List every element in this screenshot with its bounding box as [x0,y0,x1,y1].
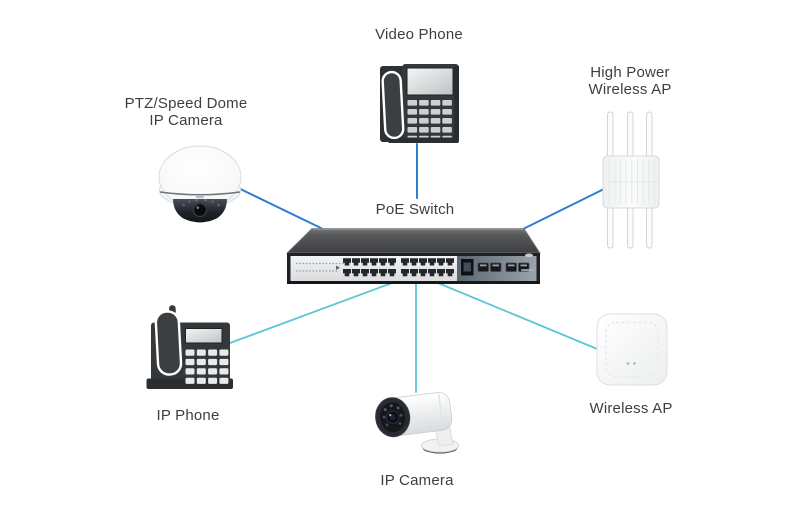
wireless-ap-icon [596,313,668,386]
uplink-rj45-port [461,259,474,276]
wireless-ap-label: Wireless AP [589,400,673,417]
ptz-camera-label: PTZ/Speed Dome IP Camera [124,95,248,129]
video-phone-label: Video Phone [375,26,463,43]
connection-lines [229,143,609,393]
poe-switch-label: PoE Switch [375,201,455,218]
ip-camera-icon [375,392,459,454]
line-switch-to-high-power-ap [514,186,609,234]
ip-phone-label: IP Phone [156,407,220,424]
wireless-ap-body [596,313,668,386]
ip-phone-icon [146,305,233,389]
line-switch-to-ptz-camera [229,183,326,231]
ap-antennas-bottom [607,201,653,249]
poe-switch-icon [286,228,541,284]
high-power-wireless-ap-icon [602,111,660,249]
ap-antennas-top [607,111,653,161]
line-switch-to-ip-phone [229,282,393,344]
video-phone-handset [381,70,405,140]
ip-phone-handset [154,305,183,376]
ptz-lens [192,202,208,218]
line-switch-to-wireless-ap [437,282,603,352]
video-phone-icon [380,64,459,143]
switch-brand-logo [525,253,533,258]
high-power-ap-label: High Power Wireless AP [588,64,672,98]
ip-phone-screen [185,328,223,344]
wireless-ap-led [626,362,630,365]
wireless-ap-led [633,362,636,365]
ptz-dome-camera-icon [158,145,242,223]
video-phone-screen [406,67,454,96]
switch-model-text [521,269,534,272]
ip-camera-label: IP Camera [380,472,454,489]
